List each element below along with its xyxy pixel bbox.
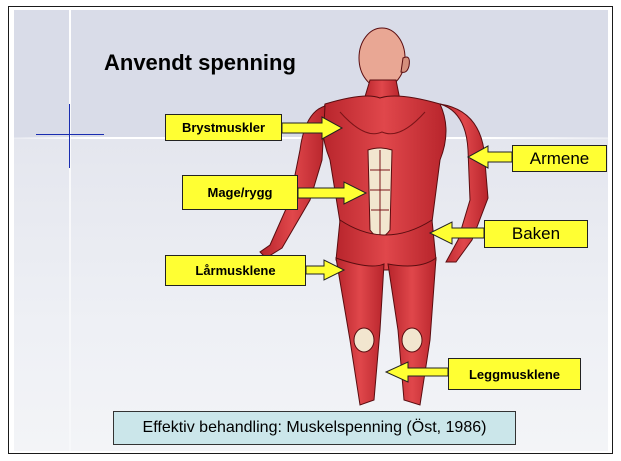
label-thighs: Lårmusklene xyxy=(165,255,306,286)
label-arms: Armene xyxy=(512,145,607,172)
label-calves: Leggmusklene xyxy=(448,358,581,390)
right-knee xyxy=(402,328,422,352)
slide-title: Anvendt spenning xyxy=(104,50,296,76)
label-chest: Brystmuskler xyxy=(165,114,282,141)
left-knee xyxy=(354,328,374,352)
human-muscle-figure xyxy=(260,28,488,405)
label-glutes: Baken xyxy=(484,220,588,248)
head xyxy=(359,28,405,88)
label-abdomen: Mage/rygg xyxy=(182,175,298,210)
caption-box: Effektiv behandling: Muskelspenning (Öst… xyxy=(113,411,516,445)
